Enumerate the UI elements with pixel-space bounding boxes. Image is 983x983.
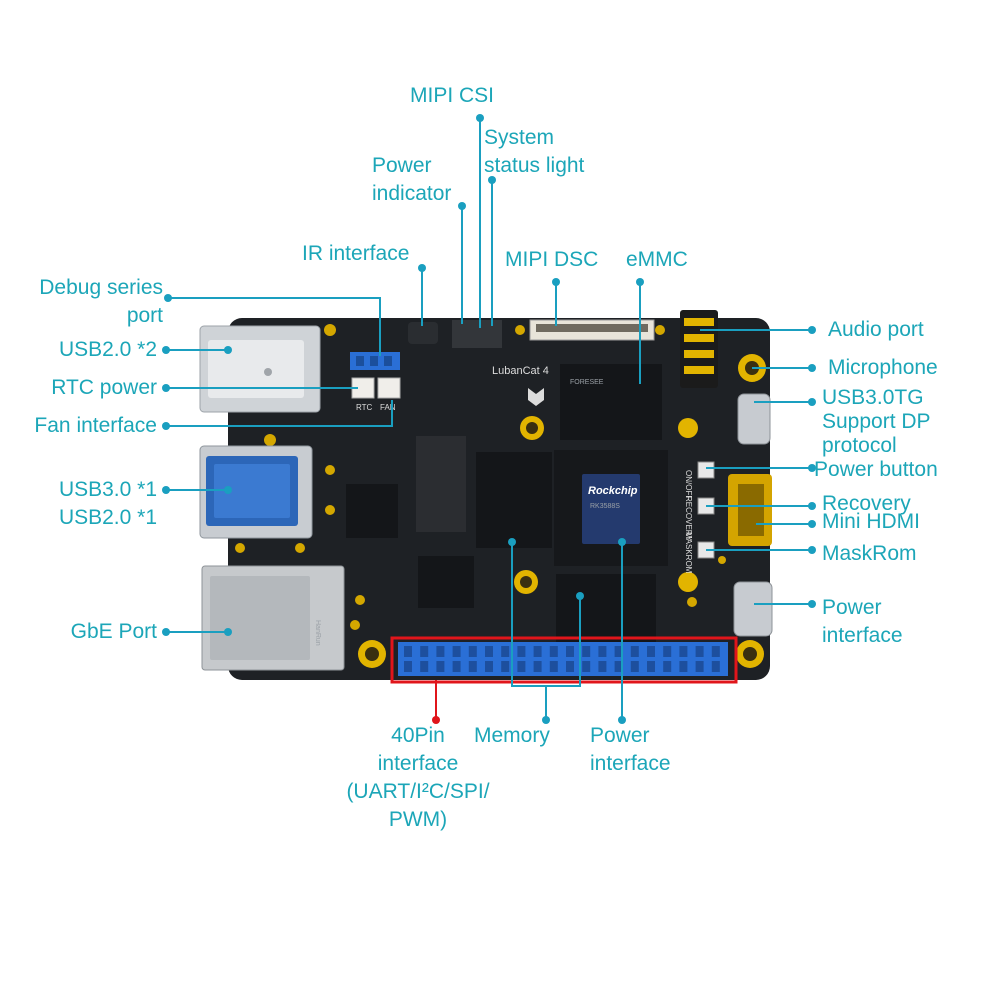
gpio-pin xyxy=(647,646,655,657)
gpio-pin xyxy=(647,661,655,672)
gpio-pin xyxy=(420,646,429,657)
emmc-brand-text: FORESEE xyxy=(570,379,604,386)
ethernet-brand-text: HanRun xyxy=(314,620,321,646)
gpio-pin xyxy=(485,661,493,672)
gpio-pin xyxy=(566,646,574,657)
label-usb20-x2: USB2.0 *2 xyxy=(58,338,157,361)
gpio-pin xyxy=(598,661,607,672)
fan-caption: FAN xyxy=(380,403,396,412)
gpio-pin xyxy=(549,661,558,672)
gpio-pin xyxy=(517,646,526,657)
gpio-pin xyxy=(711,661,720,672)
onoff-caption: ON/OFF xyxy=(684,470,693,500)
gpio-pin xyxy=(598,646,607,657)
label-debug-serial-port: Debug series port xyxy=(39,276,163,327)
gpio-pin xyxy=(582,661,591,672)
gpio-pin xyxy=(679,661,688,672)
gpio-pin xyxy=(468,661,477,672)
label-maskrom: MaskRom xyxy=(822,542,917,565)
power-button-part xyxy=(697,461,715,479)
label-power-indicator: Power indicator xyxy=(372,154,452,205)
gpio-pin xyxy=(695,661,704,672)
gpio-leader-dot xyxy=(432,716,440,724)
label-ir-interface: IR interface xyxy=(302,242,410,265)
gpio-pin xyxy=(517,661,526,672)
label-mini-hdmi: Mini HDMI xyxy=(822,510,920,533)
label-mipi-csi: MIPI CSI xyxy=(410,84,495,107)
gpio-pin xyxy=(663,661,672,672)
label-microphone: Microphone xyxy=(828,356,938,379)
label-usb30-usb20: USB3.0 *1 USB2.0 *1 xyxy=(58,478,157,529)
gpio-pin xyxy=(404,661,412,672)
fan-connector xyxy=(377,377,401,399)
gpio-pin xyxy=(614,646,623,657)
memory-chip-bottom xyxy=(556,574,656,648)
recovery-caption: RECOVERY xyxy=(684,496,693,541)
gpio-pin xyxy=(711,646,720,657)
ir-receiver xyxy=(408,322,438,344)
gpio-highlight-box xyxy=(390,636,738,684)
gpio-pin xyxy=(452,646,461,657)
label-power-interface-right: Power interface xyxy=(822,596,903,647)
label-gbe-port: GbE Port xyxy=(70,620,157,643)
gpio-pin xyxy=(582,646,591,657)
gpio-pin xyxy=(468,646,477,657)
gpio-pin xyxy=(566,661,574,672)
gpio-pin xyxy=(436,661,445,672)
gpio-pin xyxy=(549,646,558,657)
gpio-pin xyxy=(630,646,639,657)
gpio-pin xyxy=(452,661,461,672)
label-mipi-dsc: MIPI DSC xyxy=(505,248,599,271)
gpio-pin xyxy=(533,661,542,672)
label-recovery: Recovery xyxy=(822,492,911,515)
gpio-pin xyxy=(436,646,445,657)
gpio-header xyxy=(398,642,728,676)
pmic-chip xyxy=(418,556,474,608)
gpio-pin xyxy=(501,646,510,657)
leader-dots xyxy=(162,114,816,724)
label-audio-port: Audio port xyxy=(828,318,924,341)
gpio-pin xyxy=(630,661,639,672)
gpio-pin xyxy=(404,646,412,657)
leader-lines xyxy=(166,118,812,720)
gpio-pin xyxy=(420,661,429,672)
gpio-pin xyxy=(533,646,542,657)
rtc-caption: RTC xyxy=(356,403,373,412)
gpio-pin xyxy=(679,646,688,657)
label-emmc: eMMC xyxy=(626,248,688,271)
label-usb3-otg: USB3.0TG Support DP protocol xyxy=(822,386,931,457)
gpio-pin xyxy=(501,661,510,672)
memory-chip-left xyxy=(476,452,552,548)
gpio-pin xyxy=(663,646,672,657)
label-fan-interface: Fan interface xyxy=(34,414,157,437)
label-memory: Memory xyxy=(474,724,550,747)
board-brand-text: LubanCat 4 xyxy=(492,365,549,377)
label-power-interface-bottom: Power interface xyxy=(590,724,671,775)
mipi-csi-connector xyxy=(452,320,502,348)
label-system-status-light: System status light xyxy=(484,126,585,177)
cat-logo xyxy=(528,388,544,406)
usbc-power-port xyxy=(733,581,773,637)
gpio-pin xyxy=(485,646,493,657)
soc-logo-text: Rockchip xyxy=(588,485,638,497)
usbc-otg-port xyxy=(737,393,771,445)
maskrom-caption: MASKROM xyxy=(684,532,693,574)
gpio-pin xyxy=(614,661,623,672)
gpio-pin xyxy=(695,646,704,657)
label-power-button: Power button xyxy=(814,458,938,481)
label-rtc-power: RTC power xyxy=(51,376,157,399)
emmc-chip xyxy=(560,364,662,440)
label-40pin-interface: 40Pin interface (UART/I²C/SPI/ PWM) xyxy=(346,724,490,831)
soc-model-text: RK3588S xyxy=(590,503,620,510)
